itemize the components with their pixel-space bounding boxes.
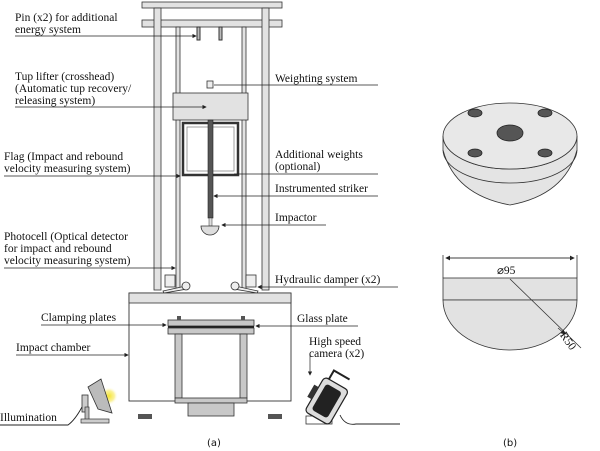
label-line: Impactor — [275, 212, 317, 224]
support-frame — [174, 333, 248, 417]
glass-plate — [168, 326, 254, 328]
label-line: energy system — [15, 24, 81, 36]
label-line: Weighting system — [275, 73, 358, 85]
label-line: Glass plate — [297, 313, 348, 325]
label-line: for impact and rebound — [4, 243, 112, 255]
chamber-top — [128, 292, 292, 304]
caption-b: (b) — [503, 438, 518, 449]
instrumented-striker-rod — [207, 119, 214, 219]
label-line: Flag (Impact and rebound — [4, 151, 124, 163]
label-diameter: ⌀95 — [497, 265, 516, 277]
crosshead — [172, 92, 249, 121]
label-line: Photocell (Optical detector — [4, 231, 128, 243]
label-line: releasing system) — [15, 95, 96, 107]
clamping-plate-upper — [167, 319, 255, 327]
impactor-3d-view — [442, 102, 578, 206]
label-line: (optional) — [275, 161, 321, 173]
label-hydraulic-damper: Hydraulic damper (x2) — [275, 274, 380, 286]
label-illumination: Illumination — [0, 412, 57, 424]
impact-chamber-box — [128, 292, 292, 402]
label-line: Additional weights — [275, 149, 363, 161]
right-outer-column — [261, 7, 270, 291]
label-line: Hydraulic damper (x2) — [275, 274, 381, 286]
foot-left — [138, 414, 152, 419]
label-weighting-system: Weighting system — [275, 73, 357, 85]
label-tup-lifter: Tup lifter (crosshead) (Automatic tup re… — [15, 71, 131, 107]
label-line: Pin (x2) for additional — [15, 12, 118, 24]
label-additional-weights: Additional weights (optional) — [275, 149, 363, 173]
label-line: (Automatic tup recovery/ — [15, 83, 132, 95]
label-line: Impact chamber — [16, 342, 91, 354]
impactor-section-view — [442, 255, 582, 351]
upper-beam — [141, 19, 283, 28]
label-glass-plate: Glass plate — [297, 313, 348, 325]
label-line: Illumination — [0, 412, 57, 424]
caption-a: (a) — [207, 438, 221, 449]
leader-lines — [4, 33, 398, 376]
weighting-system-part — [206, 80, 214, 89]
label-high-speed-camera: High speed camera (x2) — [309, 336, 364, 360]
label-clamping-plates: Clamping plates — [41, 312, 116, 324]
label-line: camera (x2) — [309, 348, 365, 360]
label-line: Clamping plates — [41, 312, 117, 324]
label-line: Tup lifter (crosshead) — [15, 71, 115, 83]
high-speed-camera — [305, 369, 400, 425]
pins — [196, 26, 223, 41]
label-line: Instrumented striker — [275, 183, 368, 195]
illumination-lamp — [0, 378, 118, 426]
label-pin: Pin (x2) for additional energy system — [15, 12, 118, 36]
hydraulic-dampers — [162, 274, 259, 294]
label-impactor: Impactor — [275, 212, 317, 224]
right-guide-rail — [241, 26, 247, 291]
label-impact-chamber: Impact chamber — [16, 342, 90, 354]
impactor-head — [200, 225, 220, 236]
label-line: High speed — [309, 336, 362, 348]
label-photocell: Photocell (Optical detector for impact a… — [4, 231, 130, 267]
left-outer-column — [153, 7, 162, 291]
label-line: velocity measuring system) — [4, 255, 131, 267]
top-beam — [141, 1, 283, 9]
label-instrumented-striker: Instrumented striker — [275, 183, 368, 195]
label-line: velocity measuring system) — [4, 163, 131, 175]
left-guide-rail — [175, 26, 181, 291]
clamping-plate-lower — [167, 327, 255, 335]
label-flag: Flag (Impact and rebound velocity measur… — [4, 151, 130, 175]
foot-right — [268, 414, 282, 419]
